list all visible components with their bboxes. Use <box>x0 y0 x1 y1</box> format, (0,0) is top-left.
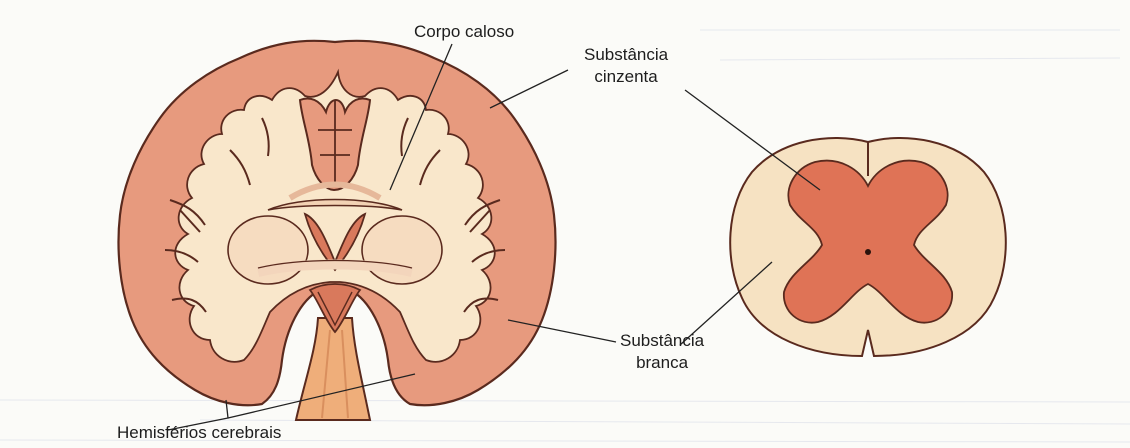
label-cinzenta-line2: cinzenta <box>584 66 668 88</box>
spinal-cord-cross-section <box>730 138 1006 356</box>
label-substancia-branca: Substância branca <box>620 330 704 374</box>
central-canal <box>865 249 871 255</box>
label-substancia-cinzenta: Substância cinzenta <box>584 44 668 88</box>
leader-cinzenta-brain <box>490 70 568 108</box>
label-branca-line1: Substância <box>620 330 704 352</box>
label-corpo-caloso: Corpo caloso <box>414 21 514 43</box>
brainstem <box>296 318 370 420</box>
label-cinzenta-line1: Substância <box>584 44 668 66</box>
label-branca-line2: branca <box>620 352 704 374</box>
label-hemisferios-cerebrais: Hemisférios cerebrais <box>117 422 281 444</box>
brain-cross-section <box>119 41 556 420</box>
